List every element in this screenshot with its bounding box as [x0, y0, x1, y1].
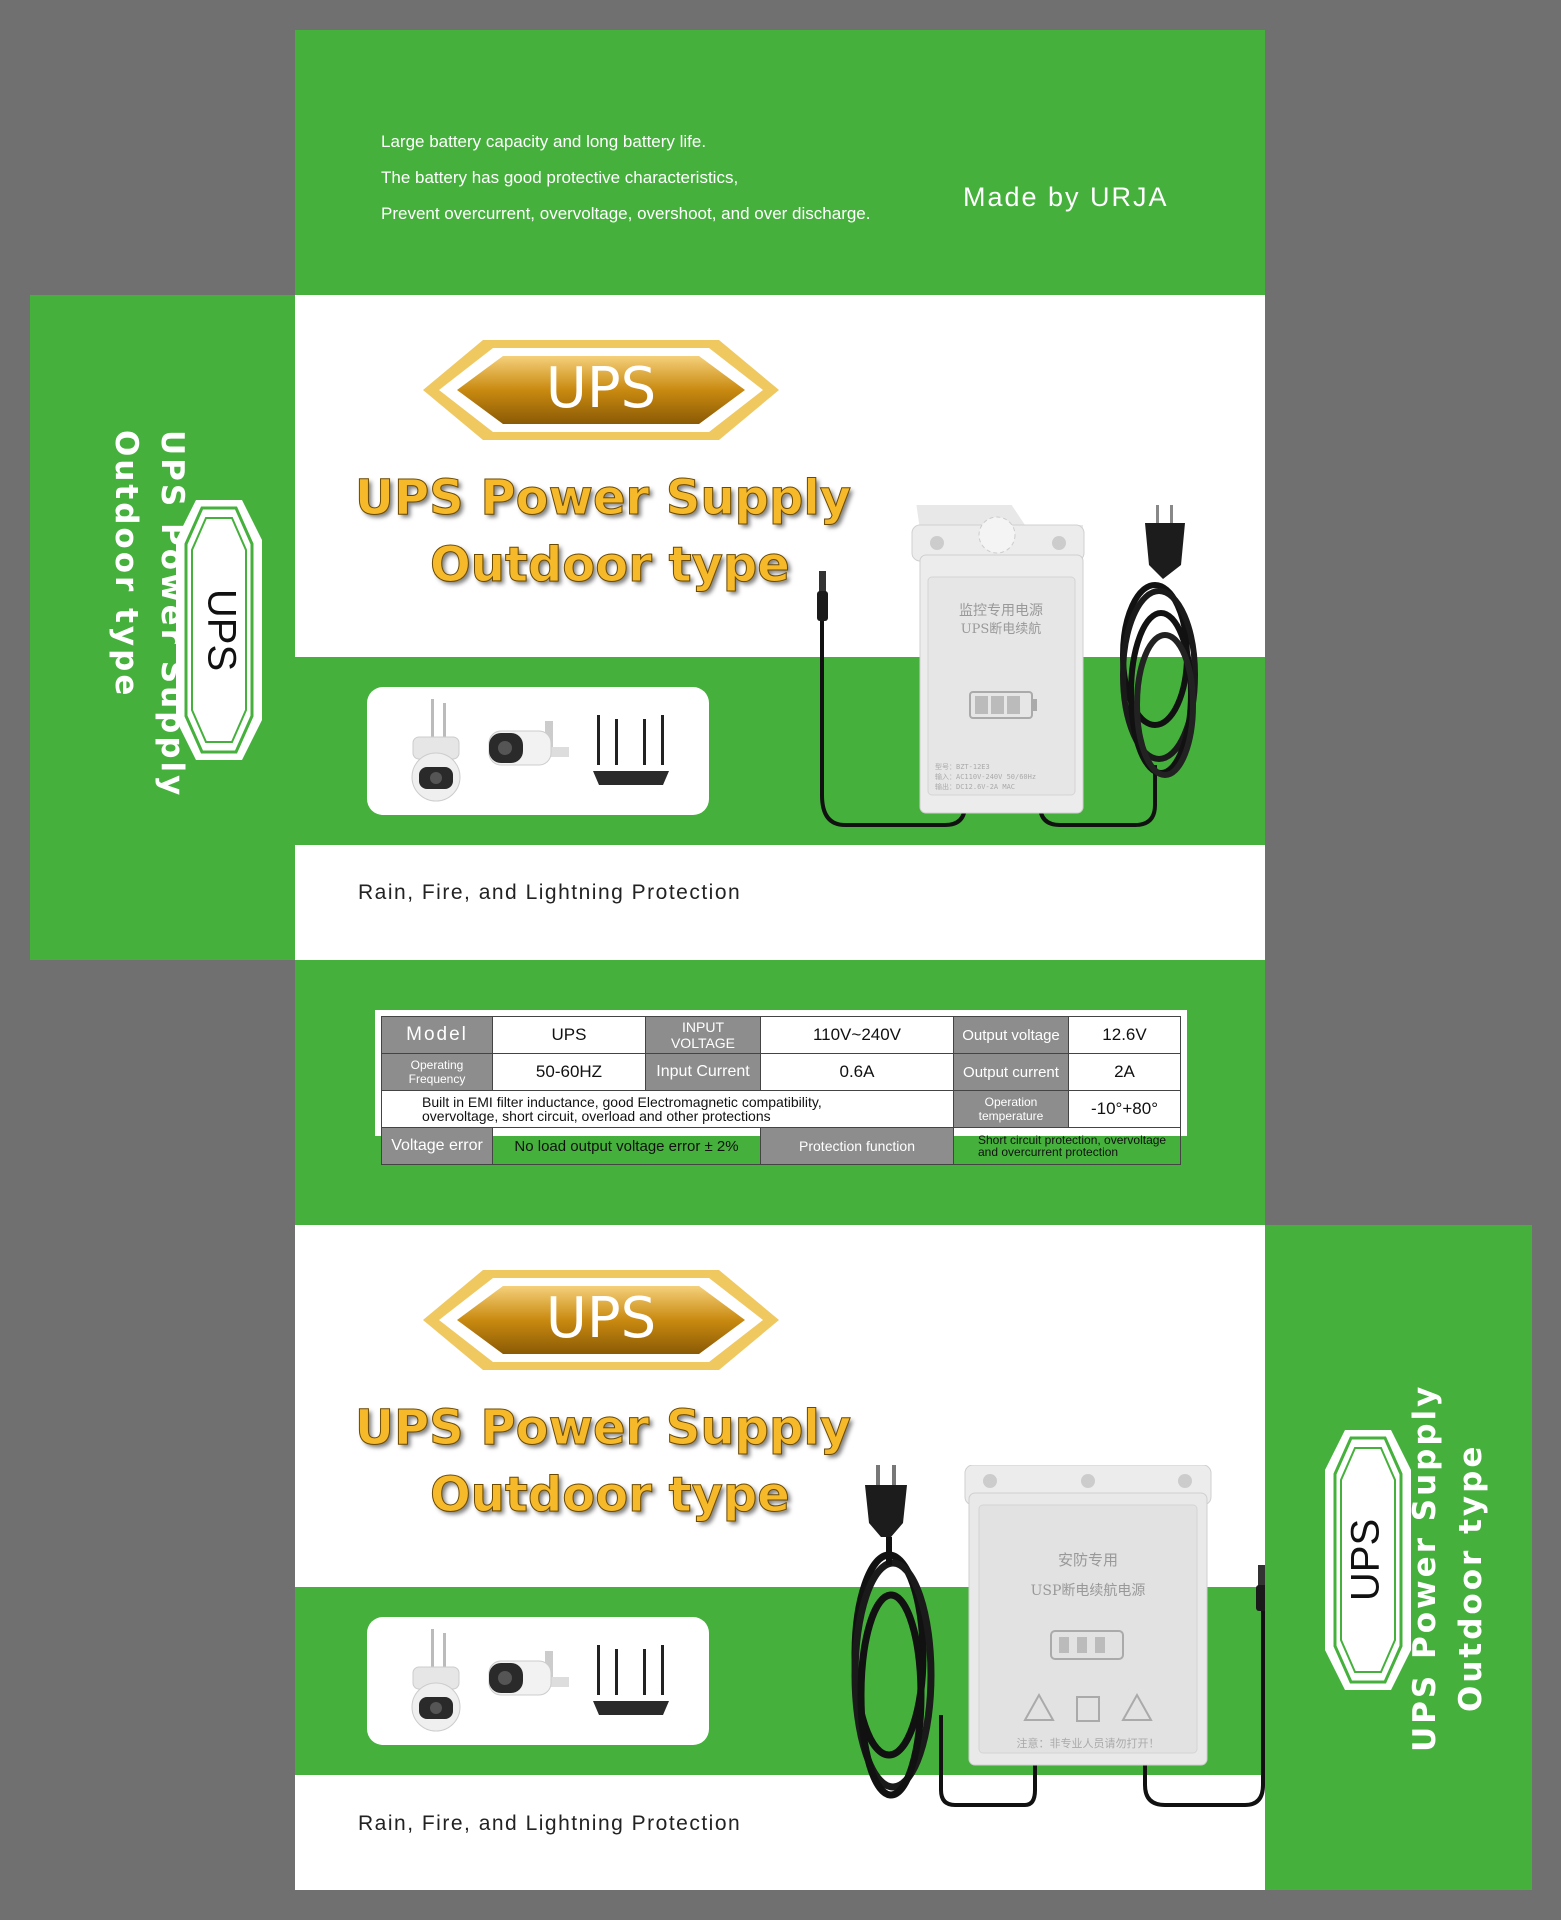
table-row: Model UPS INPUT VOLTAGE 110V~240V Output…: [381, 1016, 1181, 1054]
spec-value: UPS: [492, 1016, 646, 1054]
spec-value: No load output voltage error ± 2%: [492, 1127, 761, 1165]
back-title: UPS Power Supply: [354, 1400, 852, 1457]
spec-table: Model UPS INPUT VOLTAGE 110V~240V Output…: [381, 1016, 1181, 1165]
spec-table-frame: Model UPS INPUT VOLTAGE 110V~240V Output…: [375, 1010, 1187, 1165]
table-row: Operating Frequency 50-60HZ Input Curren…: [381, 1053, 1181, 1091]
back-subtitle: Outdoor type: [430, 1467, 791, 1524]
spec-panel: Model UPS INPUT VOLTAGE 110V~240V Output…: [295, 960, 1265, 1225]
top-panel: Large battery capacity and long battery …: [295, 30, 1265, 295]
back-panel: UPS UPS Power Supply Outdoor type Rain: [295, 1225, 1265, 1890]
prot-line: Short circuit protection, overvoltage: [978, 1133, 1167, 1147]
front-panel: UPS UPS Power Supply Outdoor type: [295, 295, 1265, 960]
device-label-cn: 监控专用电源: [959, 603, 1043, 619]
spec-value: 2A: [1068, 1053, 1181, 1091]
device-spec-line: 输入：AC110V-240V 50/60Hz: [935, 772, 1036, 781]
spec-label: Operating Frequency: [381, 1053, 493, 1091]
spec-value: 12.6V: [1068, 1016, 1181, 1054]
spec-label: Operation temperature: [953, 1090, 1069, 1128]
spec-value: 110V~240V: [760, 1016, 954, 1054]
feature-line: The battery has good protective characte…: [381, 168, 739, 187]
spec-label: Output current: [953, 1053, 1069, 1091]
left-flap: UPS Power Supply Outdoor type UPS: [30, 295, 295, 960]
router-icon: [593, 715, 669, 785]
router-icon: [593, 1645, 669, 1715]
flap-subtitle: Outdoor type: [108, 430, 144, 699]
table-row: Built in EMI filter inductance, good Ele…: [381, 1090, 1181, 1128]
flap-title: UPS Power Supply: [1407, 1383, 1443, 1752]
bullet-camera-icon: [488, 721, 569, 766]
spec-label: Output voltage: [953, 1016, 1069, 1054]
emi-line: Built in EMI filter inductance, good Ele…: [422, 1094, 822, 1110]
ups-gold-badge: UPS: [423, 1270, 779, 1370]
spec-label: INPUT VOLTAGE: [645, 1016, 761, 1054]
device-spec-line: 型号：BZT-12E3: [935, 762, 990, 771]
emi-line: overvoltage, short circuit, overload and…: [422, 1108, 771, 1124]
ups-badge-icon: UPS: [176, 500, 262, 760]
spec-label: Input Current: [645, 1053, 761, 1091]
prot-line: and overcurrent protection: [978, 1145, 1119, 1159]
ups-device-back-image: 安防专用 USP断电续航电源 注意：非专业人员请勿打开！: [851, 1465, 1265, 1807]
back-tagline: Rain, Fire, and Lightning Protection: [358, 1812, 742, 1835]
front-subtitle: Outdoor type: [430, 537, 791, 594]
feature-list: Large battery capacity and long battery …: [381, 124, 871, 232]
device-label-cn: UPS断电续航: [961, 621, 1042, 637]
right-flap: UPS UPS Power Supply Outdoor type: [1265, 1225, 1532, 1890]
ups-gold-badge: UPS: [423, 340, 779, 440]
spec-value: 50-60HZ: [492, 1053, 646, 1091]
ups-badge-icon: UPS: [1325, 1430, 1411, 1690]
emi-description: Built in EMI filter inductance, good Ele…: [381, 1090, 954, 1128]
flap-subtitle: Outdoor type: [1453, 1443, 1489, 1712]
spec-value: -10°+80°: [1068, 1090, 1181, 1128]
device-spec-line: 输出：DC12.6V-2A MAC: [935, 782, 1015, 791]
protection-description: Short circuit protection, overvoltage an…: [953, 1127, 1181, 1165]
badge-text: UPS: [546, 1286, 656, 1351]
front-title: UPS Power Supply: [354, 470, 852, 527]
spec-label: Protection function: [760, 1127, 954, 1165]
device-warning-text: 注意：非专业人员请勿打开！: [1017, 1736, 1160, 1750]
device-label-cn: USP断电续航电源: [1031, 1582, 1146, 1599]
front-tagline: Rain, Fire, and Lightning Protection: [358, 881, 742, 904]
flap-badge-text: UPS: [199, 589, 243, 671]
ptz-camera-icon: [411, 1629, 461, 1732]
device-label-cn: 安防专用: [1058, 1551, 1118, 1569]
ptz-camera-icon: [411, 699, 461, 802]
device-thumbnails: [367, 687, 709, 815]
spec-label: Model: [381, 1016, 493, 1054]
spec-label: Voltage error: [381, 1127, 493, 1165]
right-flap-text: UPS Power Supply Outdoor type: [1407, 1384, 1489, 1752]
device-thumbnails: [367, 1617, 709, 1745]
feature-line: Prevent overcurrent, overvoltage, oversh…: [381, 204, 871, 223]
ups-device-front-image: 监控专用电源 UPS断电续航 型号：BZT-12E3 输入：AC110V-240…: [817, 505, 1198, 827]
badge-text: UPS: [546, 356, 656, 421]
feature-line: Large battery capacity and long battery …: [381, 132, 707, 151]
made-by: Made by URJA: [963, 182, 1169, 212]
table-row: Voltage error No load output voltage err…: [381, 1127, 1181, 1165]
spec-value: 0.6A: [760, 1053, 954, 1091]
flap-badge-text: UPS: [1344, 1519, 1388, 1601]
bullet-camera-icon: [488, 1651, 569, 1696]
